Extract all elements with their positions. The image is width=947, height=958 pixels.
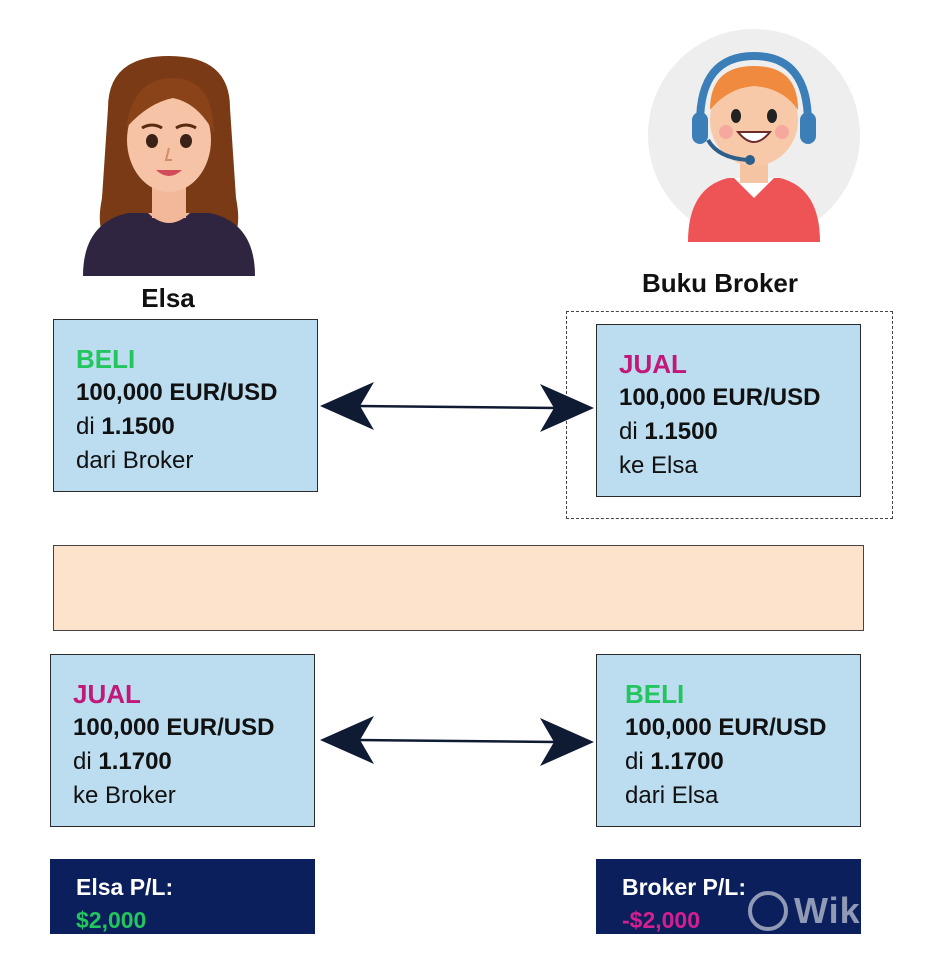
elsa-pl-box: Elsa P/L: $2,000: [50, 859, 315, 934]
party-name-broker-book: Buku Broker: [641, 268, 799, 298]
elsa-sell-trade-box: JUAL 100,000 EUR/USD di 1.1700 ke Broker: [50, 654, 315, 827]
trade-action: BELI: [625, 679, 685, 709]
watermark-text: WikiFX: [794, 890, 920, 931]
elsa-buy-trade-box: BELI 100,000 EUR/USD di 1.1500 dari Brok…: [53, 319, 318, 492]
separator-bar: [53, 545, 864, 631]
bottom-double-arrow: [320, 716, 594, 766]
trade-rate: di 1.1500: [619, 418, 718, 445]
wikifx-logo-icon: [748, 891, 788, 931]
trade-action: JUAL: [619, 349, 687, 379]
pl-label: Elsa P/L:: [76, 874, 174, 900]
trade-amount: 100,000 EUR/USD: [76, 379, 278, 406]
pl-label: Broker P/L:: [622, 874, 746, 900]
trade-counterparty: ke Elsa: [619, 452, 698, 479]
party-name-elsa: Elsa: [141, 283, 195, 313]
broker-pl-box: Broker P/L: -$2,000: [596, 859, 861, 934]
pl-value: -$2,000: [622, 907, 701, 933]
trade-rate: di 1.1500: [76, 413, 175, 440]
elsa-avatar: [83, 56, 255, 276]
trade-rate: di 1.1700: [73, 748, 172, 775]
trade-counterparty: dari Broker: [76, 447, 194, 474]
broker-avatar: [648, 29, 860, 242]
broker-buy-trade-box: BELI 100,000 EUR/USD di 1.1700 dari Elsa: [596, 654, 861, 827]
watermark: WikiFX: [748, 890, 920, 932]
trade-amount: 100,000 EUR/USD: [625, 714, 827, 741]
trade-counterparty: dari Elsa: [625, 782, 719, 809]
top-double-arrow: [320, 382, 594, 432]
trade-counterparty: ke Broker: [73, 782, 176, 809]
trade-action: JUAL: [73, 679, 141, 709]
trade-rate: di 1.1700: [625, 748, 724, 775]
broker-sell-trade-box: JUAL 100,000 EUR/USD di 1.1500 ke Elsa: [596, 324, 861, 497]
trade-action: BELI: [76, 344, 136, 374]
pl-value: $2,000: [76, 907, 147, 933]
trade-amount: 100,000 EUR/USD: [73, 714, 275, 741]
trade-amount: 100,000 EUR/USD: [619, 384, 821, 411]
